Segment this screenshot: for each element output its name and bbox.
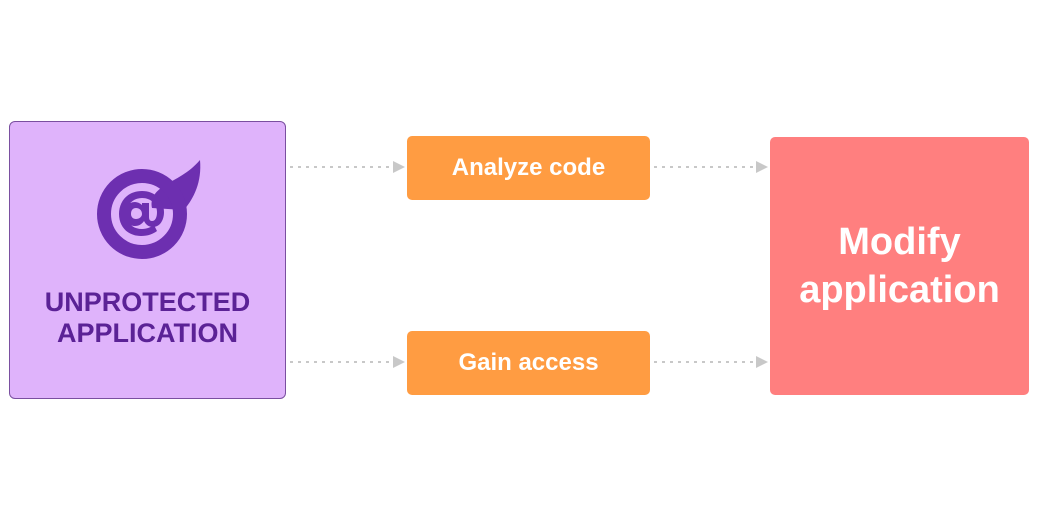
arrowhead-icon xyxy=(756,161,768,173)
arrowhead-icon xyxy=(393,356,405,368)
arrowhead-icon xyxy=(393,161,405,173)
gain-access-label: Gain access xyxy=(458,349,599,376)
arrowhead-icon xyxy=(756,356,768,368)
modify-application-label: Modify application xyxy=(799,221,1000,311)
analyze-code-label: Analyze code xyxy=(451,154,606,181)
unprotected-application-box: UNPROTECTED APPLICATION xyxy=(9,121,286,399)
blazor-logo-icon xyxy=(97,160,201,259)
analyze-code-box: Analyze code xyxy=(407,136,650,200)
source-label: UNPROTECTED APPLICATION xyxy=(44,287,251,348)
modify-application-box: Modify application xyxy=(770,137,1029,395)
gain-access-box: Gain access xyxy=(407,331,650,395)
